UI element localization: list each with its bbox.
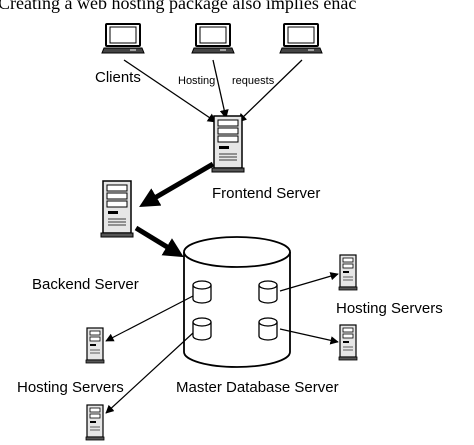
database-cylinder-top — [183, 236, 291, 268]
backend-server-icon — [100, 180, 134, 238]
hosting-server-icon — [338, 254, 358, 291]
client-request-arrow — [237, 59, 303, 123]
hosting-label: Hosting — [178, 75, 215, 87]
backend-to-database-arrow — [134, 225, 184, 258]
frontend-server-label: Frontend Server — [212, 185, 320, 202]
disk-icon — [192, 280, 212, 304]
requests-label: requests — [232, 75, 275, 87]
disk-icon — [258, 317, 278, 341]
frontend-to-backend-arrow — [139, 161, 215, 208]
laptop-icon — [191, 23, 235, 54]
master-database-label: Master Database Server — [176, 379, 339, 396]
hosting-servers-left-label: Hosting Servers — [17, 379, 124, 396]
disk-icon — [192, 317, 212, 341]
hosting-server-icon — [85, 404, 105, 441]
client-request-arrow — [123, 59, 217, 123]
clients-label: Clients — [95, 69, 141, 86]
laptop-icon — [101, 23, 145, 54]
database-to-hosting-arrow — [279, 272, 339, 292]
hosting-server-icon — [338, 324, 358, 361]
hosting-server-icon — [85, 327, 105, 364]
database-to-hosting-arrow — [279, 328, 339, 345]
database-to-hosting-arrow — [105, 295, 194, 342]
database-to-hosting-arrow — [105, 332, 194, 414]
frontend-server-icon — [211, 115, 245, 173]
laptop-icon — [279, 23, 323, 54]
header-text: Creating a web hosting package also impl… — [0, 0, 356, 13]
client-request-arrow — [212, 59, 229, 119]
hosting-servers-right-label: Hosting Servers — [336, 300, 443, 317]
database-cylinder-icon — [183, 252, 291, 368]
disk-icon — [258, 280, 278, 304]
backend-server-label: Backend Server — [32, 276, 139, 293]
